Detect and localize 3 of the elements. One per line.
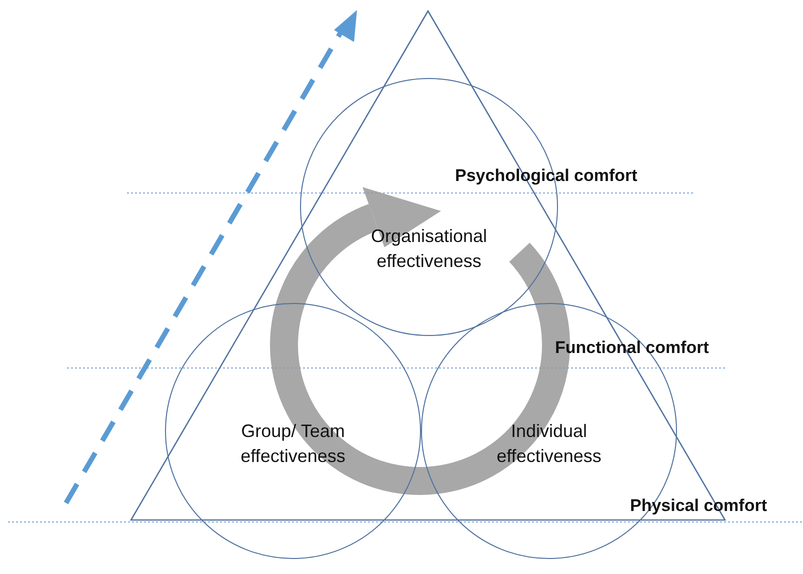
circle-label: Organisational effectiveness [370,225,488,273]
circle-label: Individual effectiveness [496,420,602,468]
circle [165,303,421,559]
